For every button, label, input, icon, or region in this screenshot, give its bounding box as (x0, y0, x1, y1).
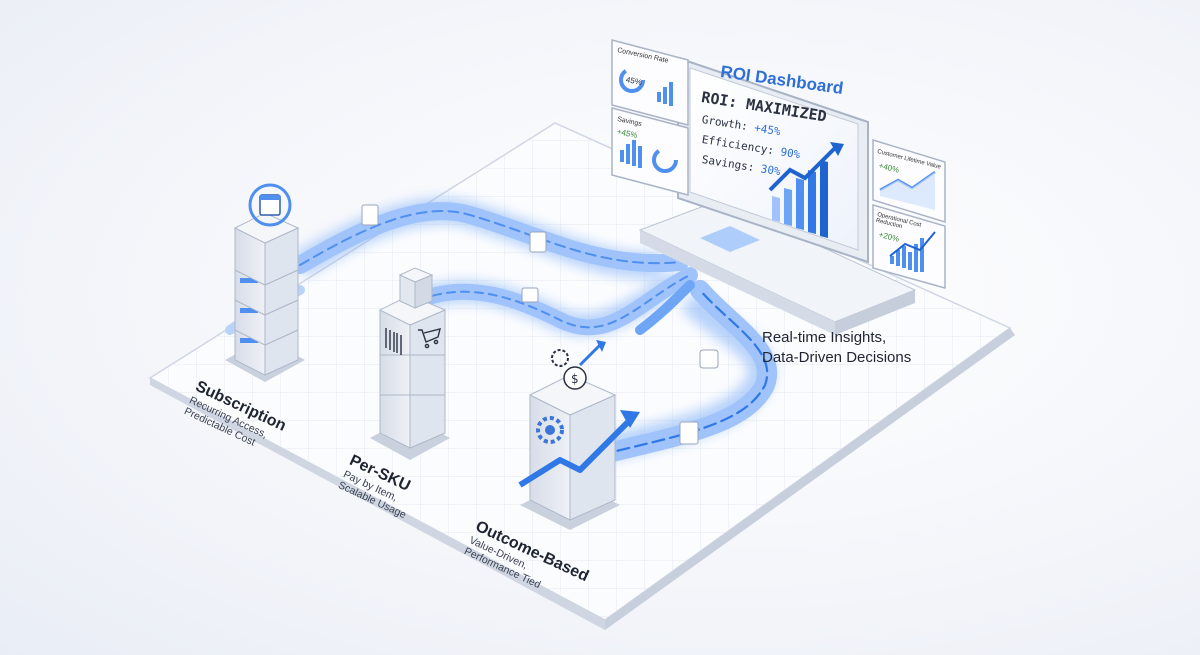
side-panels (611, 39, 946, 289)
doc-icons (361, 204, 719, 445)
svg-text:$: $ (571, 372, 579, 386)
screen-bar-chart (768, 142, 844, 238)
document-icon (521, 287, 539, 303)
savings-panel (611, 107, 689, 196)
recurring-calendar-icon (248, 183, 292, 227)
dollar-coin-icon: $ (563, 366, 587, 390)
insights-caption: Real-time Insights, Data-Driven Decision… (762, 329, 912, 366)
gear-arrow-icon (551, 340, 606, 367)
trend-icon (699, 349, 719, 369)
cart-icon (418, 328, 441, 349)
document-icon (679, 421, 699, 445)
growth-arrow-icon (518, 410, 640, 488)
clv-panel (872, 138, 946, 224)
document-icon (361, 204, 379, 226)
conversion-panel (611, 39, 689, 126)
monitor (638, 56, 917, 335)
gear-icon (536, 416, 564, 444)
document-icon (529, 231, 547, 253)
barcode-icon (385, 328, 402, 355)
outcome-tower: $ (518, 340, 640, 530)
cost-panel (872, 204, 946, 289)
per-sku-tower (370, 267, 450, 460)
subscription-tower (225, 183, 305, 382)
